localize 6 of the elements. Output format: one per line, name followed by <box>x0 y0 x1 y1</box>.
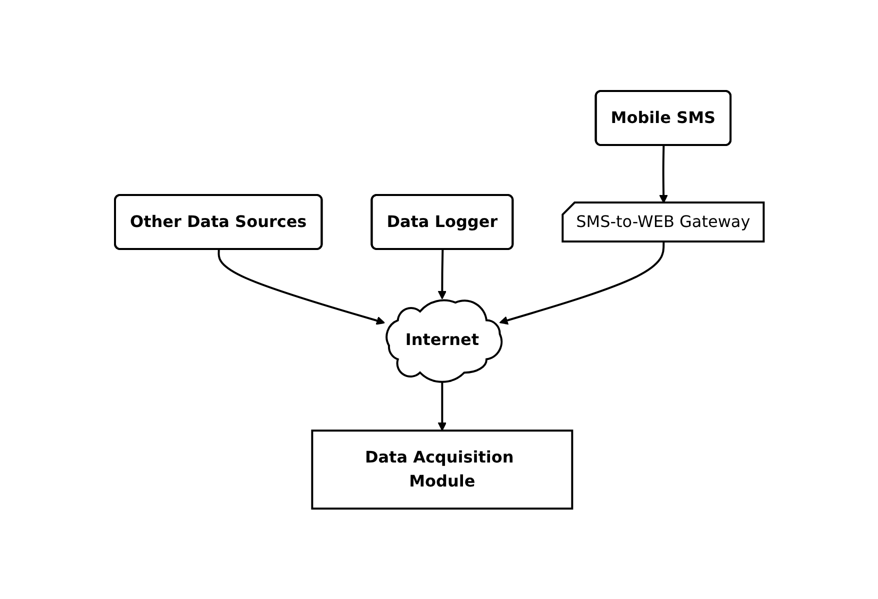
arrow <box>437 249 446 300</box>
arrow <box>437 380 446 431</box>
arrow <box>498 242 664 324</box>
arrow <box>658 145 668 204</box>
node-box: Data Acquisition Module <box>310 429 573 510</box>
arrow <box>217 249 385 325</box>
